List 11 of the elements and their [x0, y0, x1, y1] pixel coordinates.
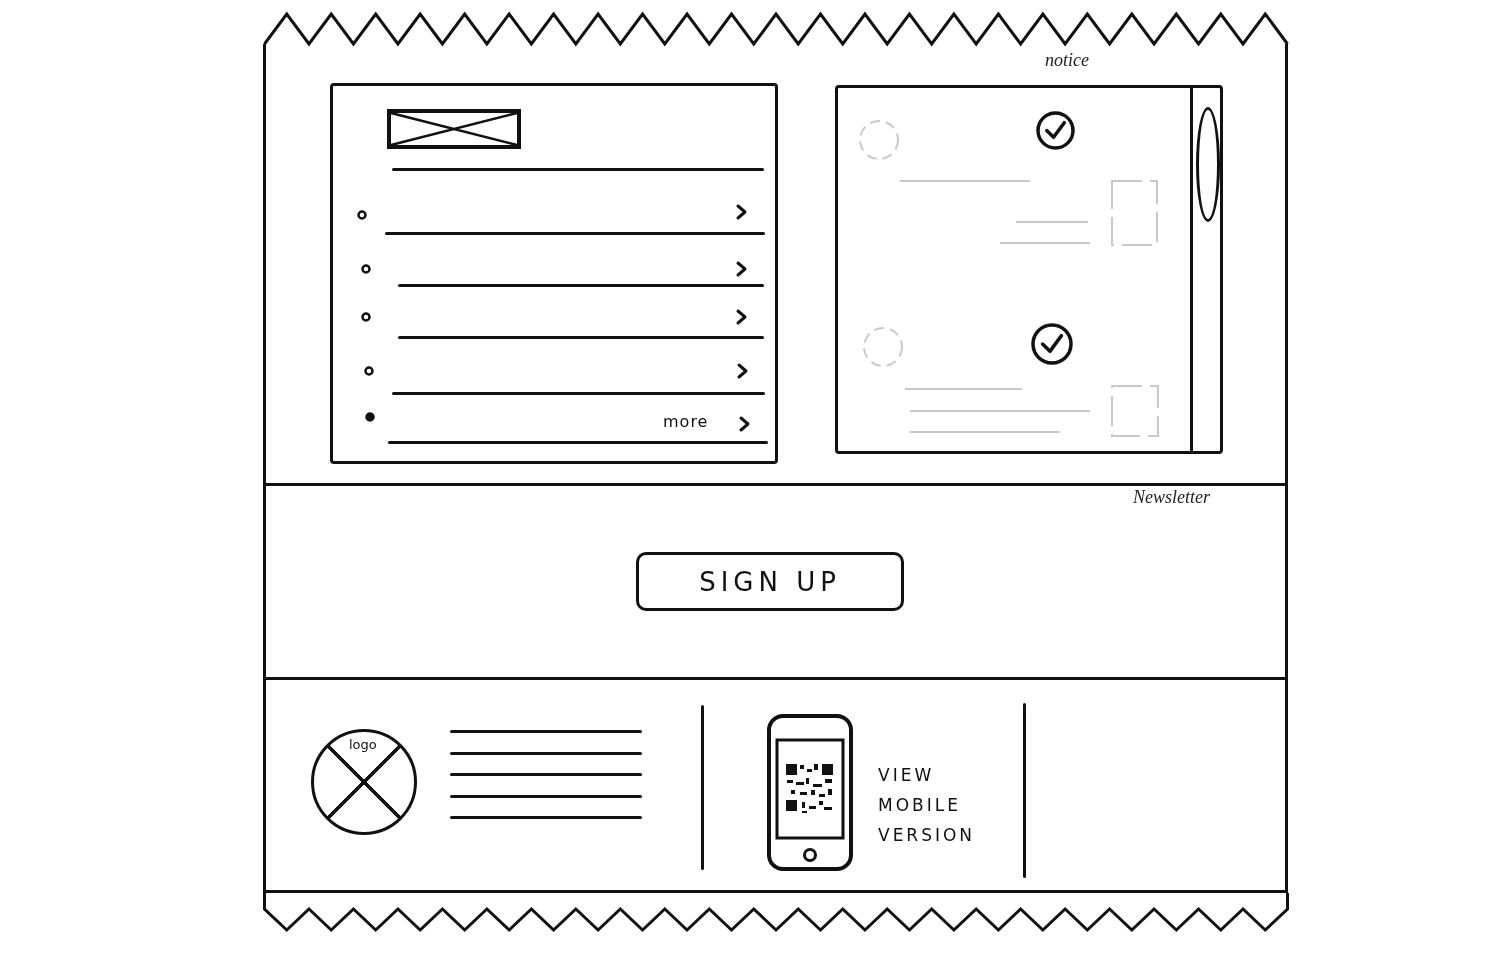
page-section [263, 680, 1288, 893]
page-section [263, 44, 1288, 486]
cta-text: VIEW MOBILE VERSION [878, 764, 977, 847]
content-panel [835, 85, 1223, 454]
section-heading: notice [1045, 50, 1089, 71]
section-heading: Newsletter [1133, 487, 1210, 508]
placeholder-label: logo [349, 737, 377, 752]
link-label: more [663, 412, 709, 431]
action-button: SIGN UP [636, 552, 904, 611]
list-panel [330, 83, 778, 464]
page-section [263, 486, 1288, 680]
